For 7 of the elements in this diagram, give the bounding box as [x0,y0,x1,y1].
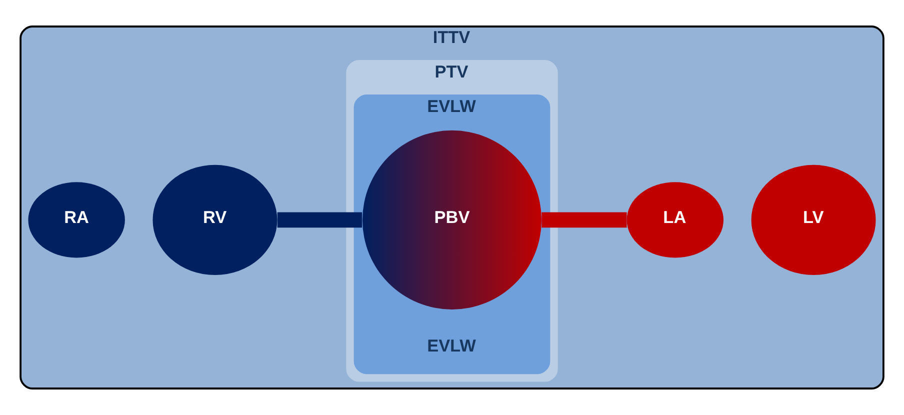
node-ellipse: LV [751,164,876,276]
node-ellipse: RA [28,182,125,258]
node-circle: PBV [362,130,542,310]
node-ellipse: RV [152,164,278,276]
node-ellipse: LA [626,182,724,258]
connector [277,212,362,228]
connector [542,212,627,228]
